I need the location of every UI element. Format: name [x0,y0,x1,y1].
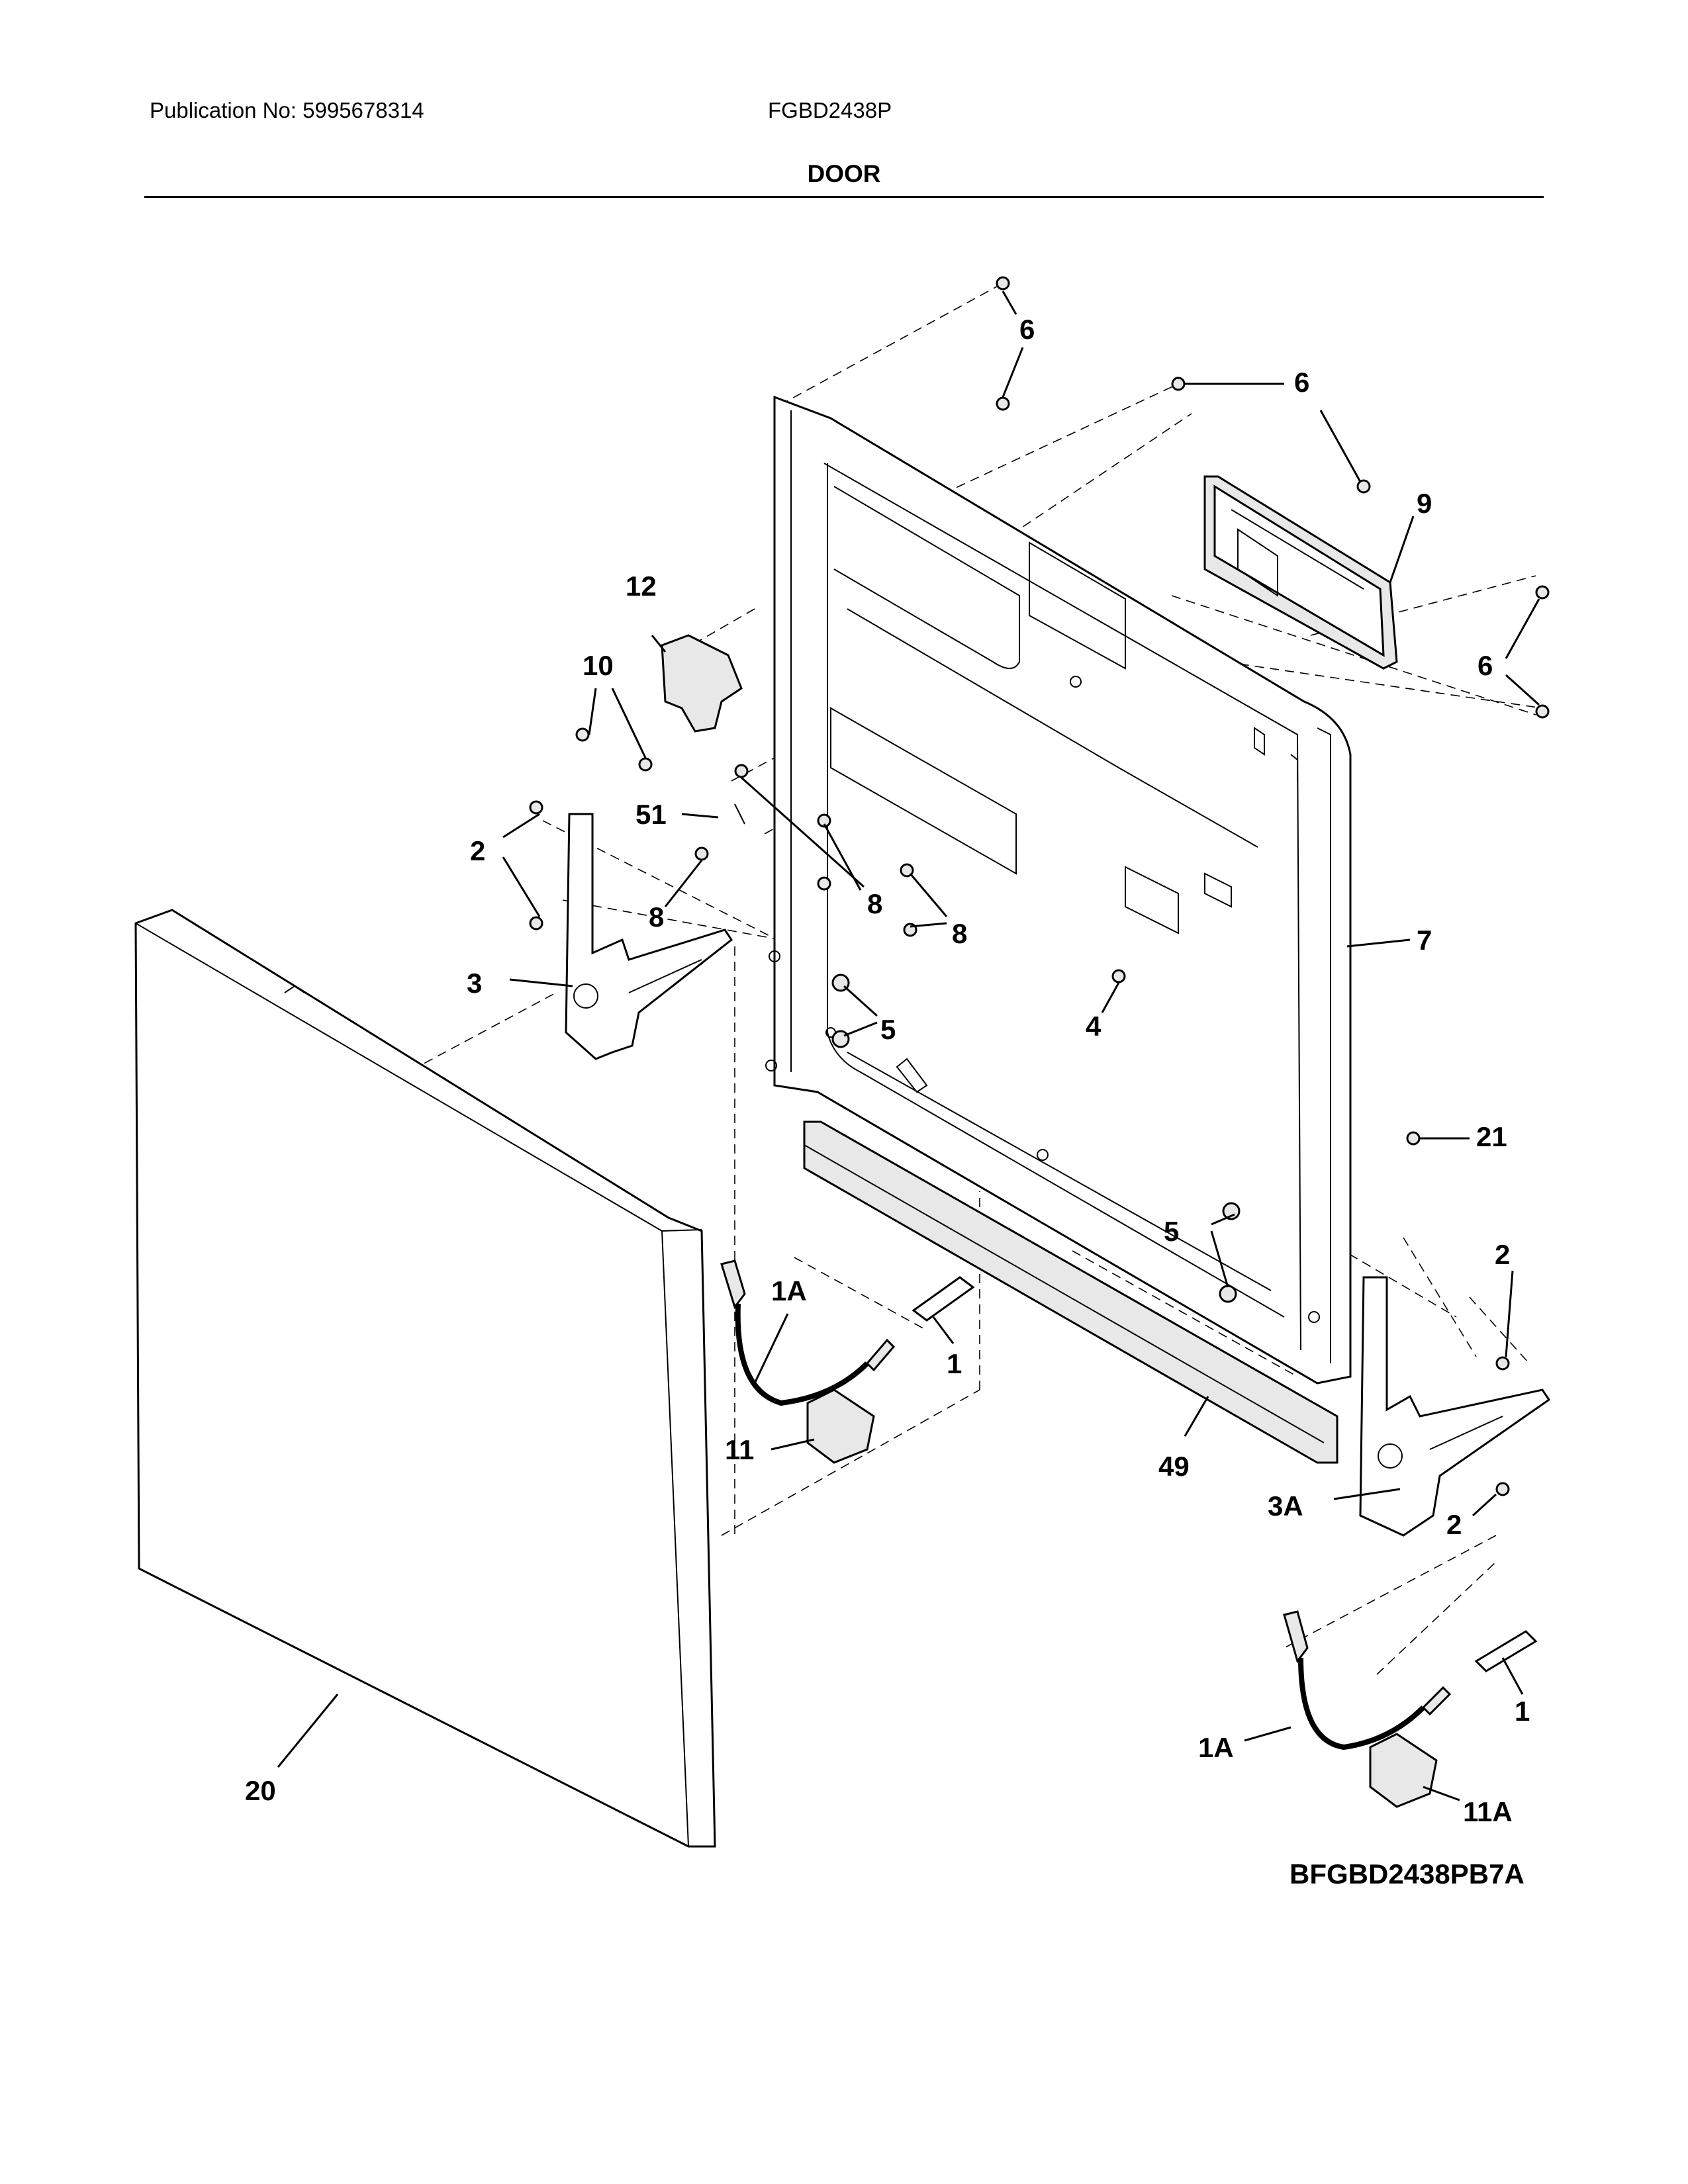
inner-door-panel [765,395,1352,1385]
callout-8-left: 8 [649,901,664,933]
hinge-right [1359,1276,1551,1537]
drawing-id: BFGBD2438PB7A [1289,1858,1524,1889]
callout-7: 7 [1417,925,1432,956]
callout-2-right-bottom: 2 [1446,1509,1462,1540]
section-title: DOOR [807,160,881,187]
callout-49: 49 [1158,1451,1190,1482]
cable-spring-left [720,1259,975,1464]
callout-4: 4 [1086,1011,1102,1042]
callout-1-left: 1 [947,1348,962,1379]
callout-20: 20 [245,1775,276,1806]
callout-labels: 6 6 9 6 12 10 51 2 8 8 8 7 3 4 5 21 5 2 … [245,314,1530,1827]
leader-lines [277,291,1540,1801]
control-board [1203,475,1398,670]
callout-3: 3 [467,968,482,999]
callout-2-right-top: 2 [1495,1239,1510,1270]
screws [529,276,1550,1496]
callout-3a: 3A [1268,1490,1303,1522]
lower-rail [803,1120,1338,1464]
door-latch [661,634,743,733]
callout-12: 12 [626,570,657,602]
callout-8-center: 8 [867,888,882,919]
callout-51: 51 [635,799,667,830]
callout-6-middle: 6 [1294,367,1309,398]
model-number: FGBD2438P [768,98,892,122]
outer-door-panel [134,909,716,1848]
callout-1a-right: 1A [1198,1732,1234,1763]
hinge-left [565,813,733,1060]
cable-spring-right [1283,1610,1538,1808]
callout-1-right: 1 [1515,1696,1530,1727]
callout-11: 11 [725,1434,754,1465]
callout-10: 10 [583,650,614,681]
callout-8-right: 8 [952,918,967,949]
publication-number: Publication No: 5995678314 [150,98,424,122]
callout-5-lower: 5 [1164,1216,1179,1247]
callout-6-top: 6 [1019,314,1035,345]
callout-21: 21 [1476,1121,1507,1152]
callout-2-left: 2 [470,835,485,866]
callout-1a-left: 1A [771,1275,807,1306]
callout-9: 9 [1417,488,1432,519]
header-rule [144,196,1544,198]
callout-5-upper: 5 [880,1014,896,1045]
callout-6-right: 6 [1477,650,1493,681]
callout-11a: 11A [1463,1796,1513,1827]
